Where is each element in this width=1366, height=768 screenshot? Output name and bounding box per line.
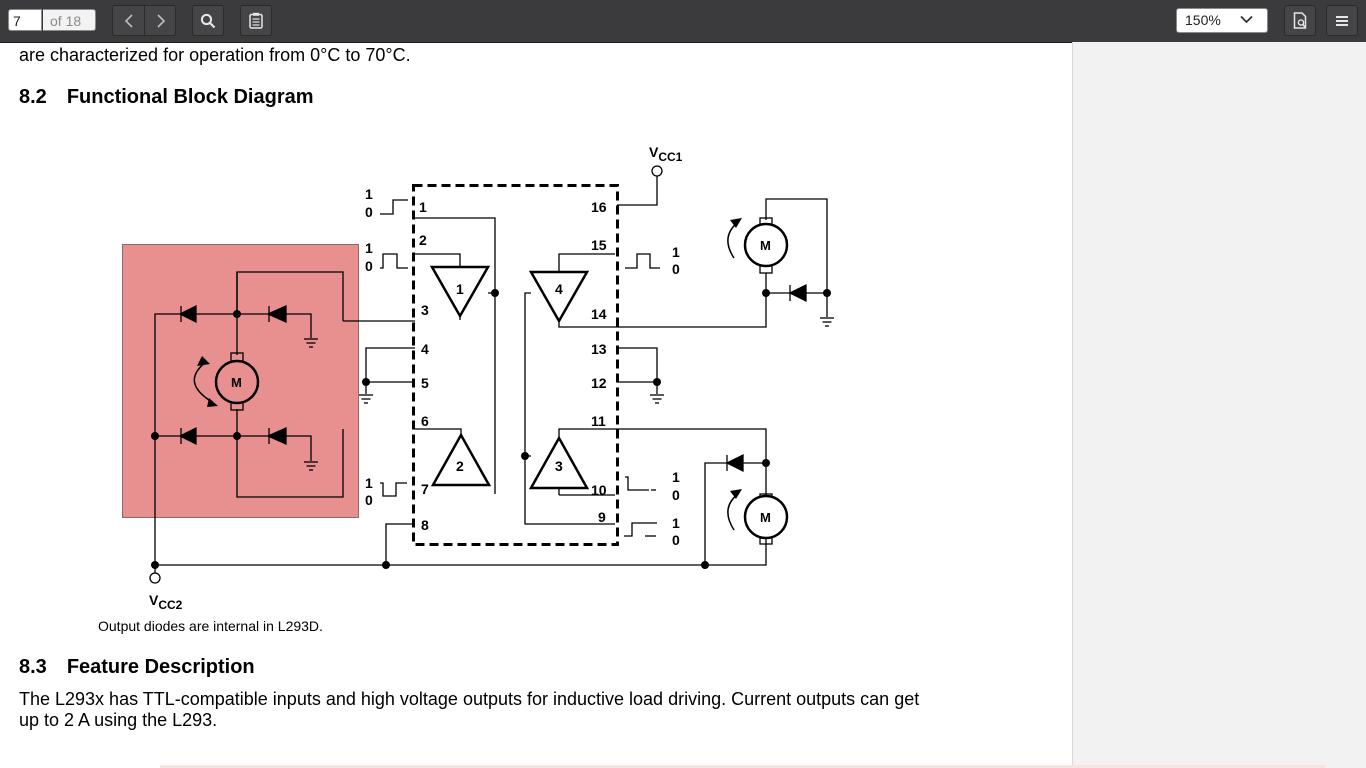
vcc2-terminal xyxy=(149,572,161,584)
pin-13: 13 xyxy=(591,341,607,357)
pin-10: 10 xyxy=(591,482,607,498)
input-1-high: 1 xyxy=(365,186,373,202)
diagram-caption: Output diodes are internal in L293D. xyxy=(98,618,323,634)
pin-14: 14 xyxy=(591,306,607,322)
motor-upper-right xyxy=(727,217,789,274)
pin-6: 6 xyxy=(421,413,429,429)
section-title: Functional Block Diagram xyxy=(66,86,314,108)
chevron-right-icon xyxy=(156,13,165,28)
motor-left-label: M xyxy=(231,375,242,390)
zoom-value: 150% xyxy=(1185,12,1221,28)
pin-15: 15 xyxy=(591,237,607,253)
document-properties-button[interactable] xyxy=(1284,5,1316,36)
vcc1-terminal xyxy=(651,165,663,177)
driver-4-label: 4 xyxy=(555,281,563,297)
chevron-left-icon xyxy=(124,13,133,28)
search-button[interactable] xyxy=(192,5,224,36)
vcc2-label: VCC2 xyxy=(149,592,183,612)
section-8-3-heading: 8.3 Feature Description xyxy=(19,656,255,679)
next-page-edge xyxy=(160,765,1325,768)
annotate-button[interactable] xyxy=(240,5,272,36)
pin-2: 2 xyxy=(419,232,427,248)
pin-5: 5 xyxy=(421,375,429,391)
motor-lower-right xyxy=(727,489,789,545)
intro-text-fragment: are characterized for operation from 0°C… xyxy=(19,45,411,65)
page-nav-group xyxy=(112,5,176,36)
pin-16: 16 xyxy=(591,199,607,215)
driver-3-label: 3 xyxy=(555,458,563,474)
input-9-high: 1 xyxy=(672,515,680,531)
section-8-2-heading: 8.2 Functional Block Diagram xyxy=(19,86,314,109)
chevron-down-icon xyxy=(1240,15,1253,24)
pin-7: 7 xyxy=(421,481,429,497)
section-number: 8.3 xyxy=(19,656,47,678)
driver-2 xyxy=(430,432,492,487)
pin-1: 1 xyxy=(419,199,427,215)
pdf-toolbar: 7 of 18 150% xyxy=(0,0,1366,43)
feature-paragraph-line-2: up to 2 A using the L293. xyxy=(19,710,218,730)
input-15-low: 0 xyxy=(672,261,680,277)
pin-4: 4 xyxy=(421,341,429,357)
pin-3: 3 xyxy=(421,302,429,318)
input-1-low: 0 xyxy=(365,204,373,220)
motor-lower-right-label: M xyxy=(760,510,771,525)
menu-icon xyxy=(1336,15,1348,26)
zoom-select[interactable]: 150% xyxy=(1176,8,1268,33)
chip-outline xyxy=(412,184,619,546)
search-icon xyxy=(200,13,216,28)
pin-9: 9 xyxy=(598,509,606,525)
functional-block-diagram: VCC1 VCC2 1 2 3 4 5 6 7 8 16 15 14 13 12… xyxy=(122,144,834,612)
annotate-icon xyxy=(249,12,263,29)
menu-button[interactable] xyxy=(1326,5,1358,36)
pin-12: 12 xyxy=(591,375,607,391)
page-number-input[interactable]: 7 xyxy=(8,9,42,31)
input-7-high: 1 xyxy=(365,475,373,491)
motor-left xyxy=(193,352,260,411)
viewer-background xyxy=(1072,42,1366,768)
pin-11: 11 xyxy=(591,413,606,429)
motor-upper-right-label: M xyxy=(760,238,771,253)
input-10-low: 0 xyxy=(672,487,680,503)
page-count-label: of 18 xyxy=(43,9,96,31)
input-15-high: 1 xyxy=(672,244,680,260)
document-properties-icon xyxy=(1293,12,1307,29)
input-9-low: 0 xyxy=(672,532,680,548)
section-number: 8.2 xyxy=(19,86,47,108)
driver-1-label: 1 xyxy=(456,281,464,297)
next-page-button[interactable] xyxy=(145,6,176,35)
pin-8: 8 xyxy=(421,517,429,533)
vcc1-label: VCC1 xyxy=(649,144,683,164)
input-10-high: 1 xyxy=(672,469,680,485)
previous-page-button[interactable] xyxy=(113,6,144,35)
section-title: Feature Description xyxy=(66,656,255,678)
nav-divider xyxy=(144,6,145,35)
feature-paragraph-line-1: The L293x has TTL-compatible inputs and … xyxy=(19,689,920,709)
document-page: VCC1 VCC2 1 2 3 4 5 6 7 8 16 15 14 13 12… xyxy=(0,42,1072,768)
input-7-low: 0 xyxy=(365,492,373,508)
input-2-low: 0 xyxy=(365,258,373,274)
driver-2-label: 2 xyxy=(456,458,464,474)
input-2-high: 1 xyxy=(365,240,373,256)
